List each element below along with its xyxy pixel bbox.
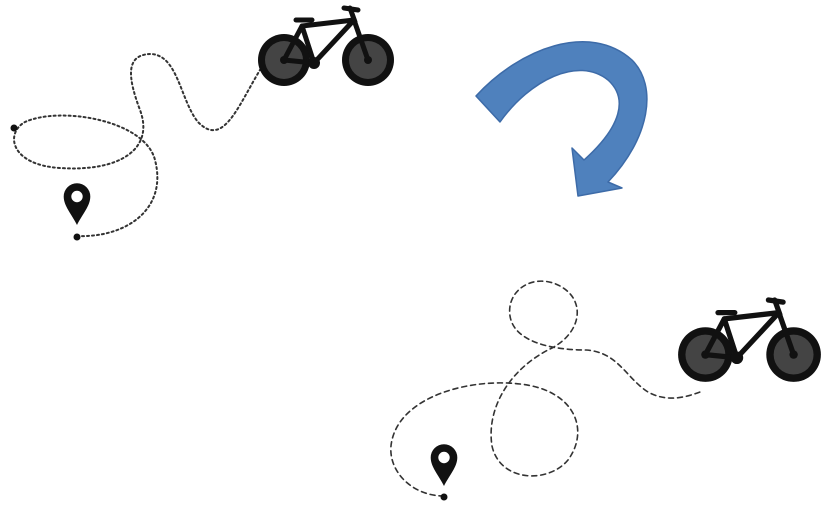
bicycle-icon: [678, 300, 821, 382]
bicycle-icon: [258, 8, 394, 86]
route-start-dot: [11, 125, 18, 132]
location-pin-icon: [64, 183, 91, 225]
dotted-route-path: [14, 54, 265, 236]
route-bottom-right: [391, 281, 821, 500]
route-end-dot: [441, 494, 448, 501]
curved-arrow-icon: [476, 42, 647, 196]
route-end-dot: [74, 234, 81, 241]
location-pin-icon: [431, 444, 458, 486]
route-top-left: [11, 8, 395, 241]
